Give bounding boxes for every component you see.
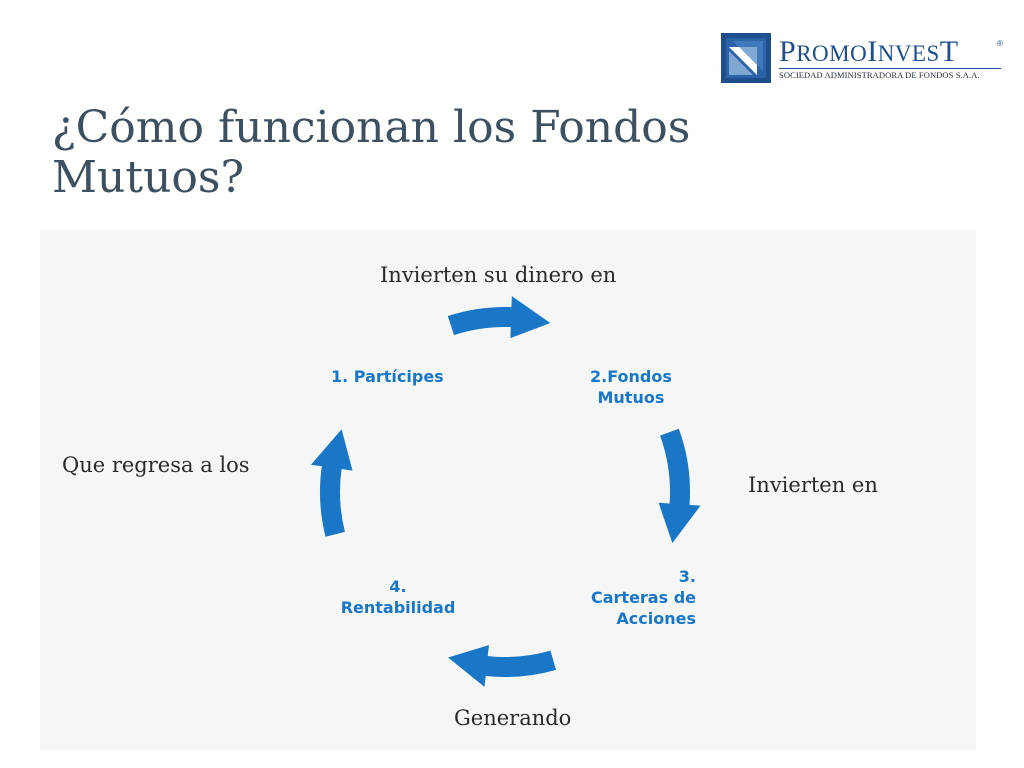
slide-title: ¿Cómo funcionan los Fondos Mutuos? (52, 102, 691, 203)
cycle-diagram: Invierten su dinero en Invierten en Gene… (40, 230, 976, 750)
edge-label-carteras-rentabilidad: Generando (454, 706, 572, 730)
brand-letters: ROMO (796, 41, 868, 66)
brand-letters: NVES (877, 41, 940, 66)
logo-divider (779, 68, 1001, 69)
brand-name: PROMOINVEST (779, 35, 959, 71)
arrow-rentabilidad-to-participes-icon (310, 429, 353, 537)
node-participes: 1. Partícipes (331, 367, 444, 386)
node-fondos-mutuos: 2.Fondos Mutuos (590, 367, 672, 407)
brand-letter: I (867, 35, 878, 68)
cycle-arrows (310, 296, 701, 687)
promoinvest-logo-mark-icon (721, 33, 771, 83)
edge-label-participes-fondos: Invierten su dinero en (380, 263, 617, 287)
arrow-fondos-to-carteras-icon (658, 428, 701, 544)
edge-label-fondos-carteras: Invierten en (748, 473, 878, 497)
edge-label-rentabilidad-participes: Que regresa a los (62, 453, 250, 477)
node-carteras-acciones: 3. Carteras de Acciones (590, 567, 696, 628)
arrow-participes-to-fondos-icon (447, 296, 551, 339)
brand-letter: T (939, 35, 959, 68)
arrow-carteras-to-rentabilidad-icon (448, 645, 556, 687)
brand-tagline: SOCIEDAD ADMINISTRADORA DE FONDOS S.A.A. (779, 70, 980, 80)
registered-mark: ® (997, 39, 1003, 48)
promoinvest-logo: PROMOINVEST ® SOCIEDAD ADMINISTRADORA DE… (721, 33, 1011, 85)
brand-letter: P (779, 35, 797, 68)
node-rentabilidad: 4. Rentabilidad (340, 577, 456, 617)
